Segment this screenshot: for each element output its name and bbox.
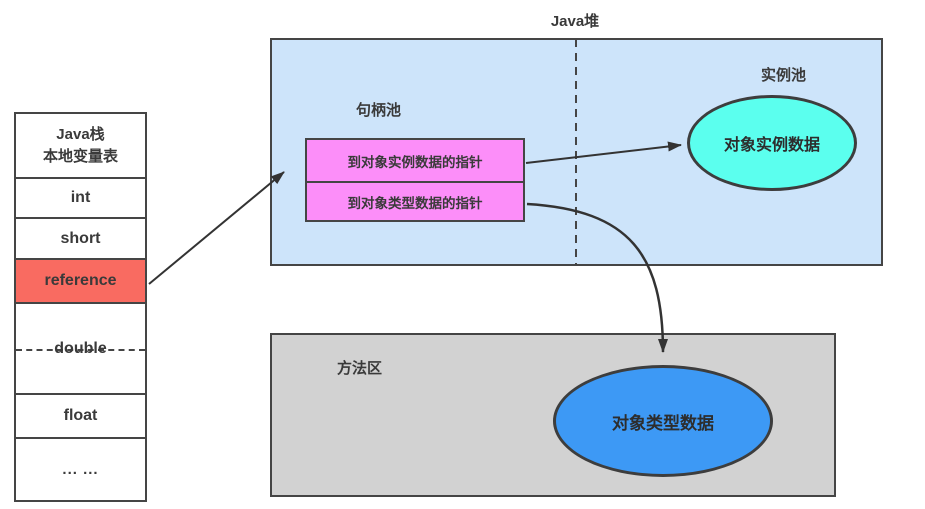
stack-row-float-label: float bbox=[63, 407, 98, 424]
java-heap-title: Java堆 bbox=[550, 13, 600, 30]
object-type-data-label: 对象类型数据 bbox=[612, 413, 714, 433]
stack-row-int: int bbox=[16, 179, 145, 219]
reference-to-handle-arrow-icon bbox=[148, 171, 285, 285]
object-type-data-ellipse: 对象类型数据 bbox=[553, 365, 773, 477]
java-stack-table: Java栈 本地变量表 int short reference double f… bbox=[14, 112, 147, 502]
stack-row-reference: reference bbox=[16, 260, 145, 304]
object-instance-data-ellipse: 对象实例数据 bbox=[687, 95, 857, 191]
double-slot-divider bbox=[16, 348, 145, 351]
object-instance-data-label: 对象实例数据 bbox=[723, 137, 820, 154]
instance-pool-label: 实例池 bbox=[761, 67, 807, 84]
stack-table-header: Java栈 本地变量表 bbox=[16, 114, 145, 179]
stack-header-line2: 本地变量表 bbox=[42, 147, 118, 165]
stack-row-short: short bbox=[16, 219, 145, 260]
stack-row-float: float bbox=[16, 395, 145, 439]
stack-row-double-label: double bbox=[54, 339, 107, 357]
handle-pointer-type-label: 到对象类型数据的指针 bbox=[347, 195, 483, 211]
stack-row-double: double bbox=[16, 304, 145, 395]
stack-row-int-label: int bbox=[70, 189, 91, 206]
stack-row-ellipsis-label: ... ... bbox=[62, 461, 99, 478]
stack-row-reference-label: reference bbox=[44, 272, 117, 289]
handle-pointer-instance-label: 到对象实例数据的指针 bbox=[347, 154, 483, 170]
stack-row-ellipsis: ... ... bbox=[16, 439, 145, 500]
handle-pointer-instance-box: 到对象实例数据的指针 bbox=[305, 138, 525, 183]
handle-pool-label: 句柄池 bbox=[356, 102, 402, 119]
method-area-label: 方法区 bbox=[337, 360, 383, 377]
handle-pointer-type-box: 到对象类型数据的指针 bbox=[305, 181, 525, 222]
stack-row-short-label: short bbox=[60, 229, 101, 247]
stack-header-line1: Java栈 bbox=[56, 125, 105, 143]
